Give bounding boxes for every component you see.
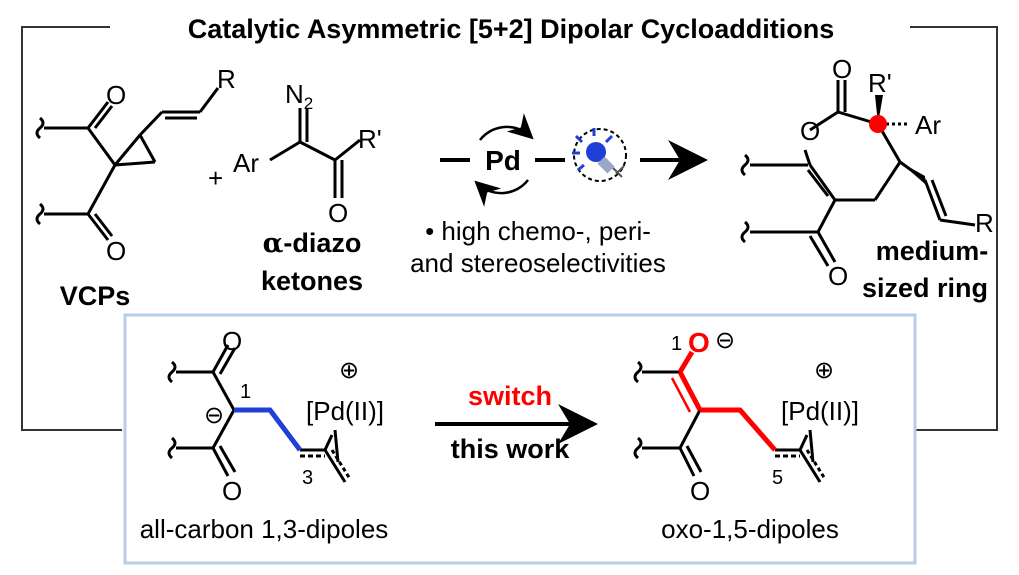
left-oxygen-top: O <box>222 326 242 356</box>
right-oxygen-top: O <box>688 327 710 358</box>
left-position-3: 3 <box>302 467 313 489</box>
product-label-line1: medium- <box>876 236 989 266</box>
diazo-oxygen: O <box>328 198 348 228</box>
left-position-1: 1 <box>240 381 251 403</box>
vcp-oxygen-bottom: O <box>106 236 126 266</box>
diazo-structure <box>269 108 361 198</box>
stereocenter-marker <box>869 115 887 133</box>
light-bulb-icon <box>572 128 627 182</box>
product-r-prime: R' <box>868 68 892 98</box>
product-carbonyl-oxygen: O <box>832 54 852 84</box>
product-aryl: Ar <box>915 110 941 140</box>
product-ring-oxygen: O <box>800 116 820 146</box>
product-structure <box>740 80 976 267</box>
right-dipole-structure <box>633 360 827 483</box>
right-positive-charge: ⊕ <box>814 357 834 384</box>
conditions-note-2: and stereoselectivities <box>410 248 666 278</box>
vcp-structure <box>35 87 220 241</box>
switch-label: switch <box>468 381 552 411</box>
vcp-label: VCPs <box>60 281 131 311</box>
scheme-title: Catalytic Asymmetric [5+2] Dipolar Cyclo… <box>188 14 834 44</box>
outer-frame <box>21 26 998 431</box>
plus-sign: + <box>208 163 223 193</box>
left-dipole-structure <box>167 344 352 483</box>
diazo-aryl: Ar <box>233 148 259 178</box>
right-position-5: 5 <box>772 467 783 489</box>
diazo-label-line1: α-diazo <box>263 228 362 259</box>
vcp-oxygen-top: O <box>106 80 126 110</box>
conditions-note-1: • high chemo-, peri- <box>425 216 651 246</box>
product-ketone-oxygen: O <box>828 261 848 291</box>
pd-cycle-arrows <box>474 113 534 207</box>
product-r-group: R <box>975 208 994 238</box>
left-negative-charge: ⊖ <box>204 402 224 429</box>
product-wedge-2 <box>900 162 925 184</box>
left-dipole-label: all-carbon 1,3-dipoles <box>140 514 389 544</box>
diazo-r-prime: R' <box>358 124 382 154</box>
left-oxygen-bottom: O <box>222 476 242 506</box>
right-red-bonds <box>670 350 777 452</box>
right-oxygen-bottom: O <box>690 476 710 506</box>
product-wedge-1 <box>875 95 883 124</box>
right-pd-metal: [Pd(II)] <box>781 396 859 426</box>
right-dipole-label: oxo-1,5-dipoles <box>661 514 839 544</box>
right-negative-charge: ⊖ <box>715 327 735 354</box>
catalyst-pd: Pd <box>485 145 521 176</box>
vcp-r-group: R <box>217 64 236 94</box>
left-blue-bond <box>234 407 302 452</box>
right-position-1: 1 <box>671 333 682 355</box>
left-positive-charge: ⊕ <box>339 357 359 384</box>
product-label-line2: sized ring <box>862 273 988 303</box>
mechanism-box <box>123 313 917 565</box>
left-pd-metal: [Pd(II)] <box>306 396 384 426</box>
diazo-label-line2: ketones <box>261 266 363 296</box>
diazo-n2: N2 <box>285 79 313 113</box>
this-work-label: this work <box>451 434 571 464</box>
